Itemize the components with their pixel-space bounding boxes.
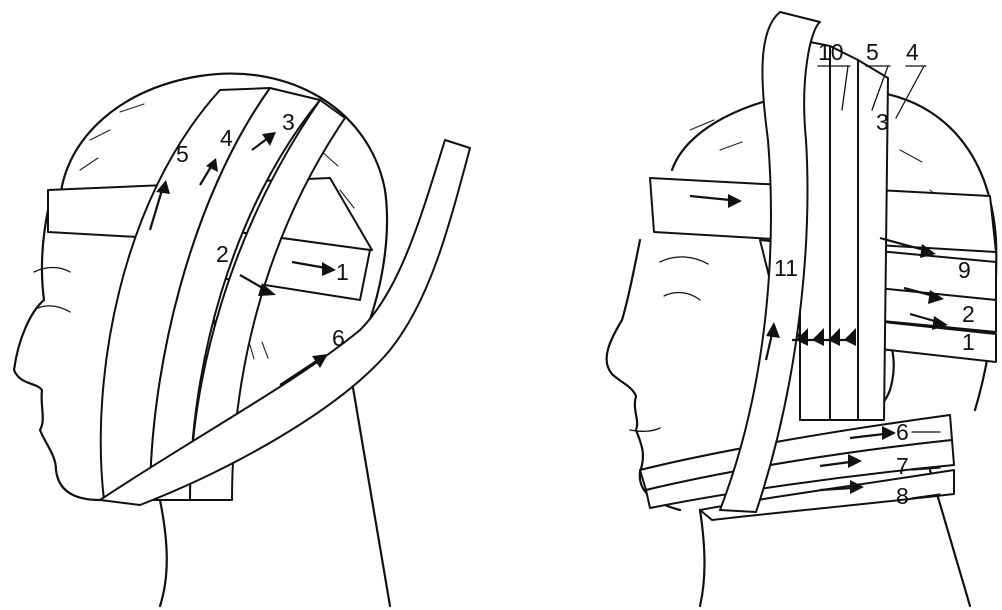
left-face-profile — [14, 210, 100, 500]
left-neck — [160, 500, 167, 606]
right-label-6: 6 — [896, 419, 909, 445]
right-label-8: 8 — [896, 483, 909, 509]
right-eye — [664, 293, 700, 300]
right-label-7: 7 — [896, 453, 909, 479]
left-label-6: 6 — [332, 325, 345, 351]
left-brow — [34, 268, 70, 273]
right-brow — [660, 257, 708, 264]
left-neck-back — [350, 370, 390, 606]
right-label-9: 9 — [958, 257, 971, 283]
left-label-5: 5 — [176, 141, 189, 167]
left-label-1: 1 — [336, 259, 349, 285]
left-label-4: 4 — [220, 125, 233, 151]
left-label-2: 2 — [216, 241, 229, 267]
right-label-5: 5 — [866, 39, 879, 65]
right-band-vert-5 — [830, 46, 858, 420]
left-head-figure: 1 2 3 4 5 6 — [14, 74, 470, 606]
right-head-figure: 10 5 4 3 9 2 1 11 6 7 8 — [607, 12, 997, 606]
right-label-10: 10 — [818, 39, 844, 65]
right-label-4: 4 — [906, 39, 919, 65]
right-label-2: 2 — [962, 301, 975, 327]
right-label-1: 1 — [962, 329, 975, 355]
left-label-3: 3 — [282, 109, 295, 135]
right-neck — [700, 510, 705, 606]
right-mouth — [630, 428, 660, 431]
right-label-11: 11 — [774, 255, 798, 281]
left-eye — [38, 306, 70, 312]
right-label-3: 3 — [876, 109, 889, 135]
